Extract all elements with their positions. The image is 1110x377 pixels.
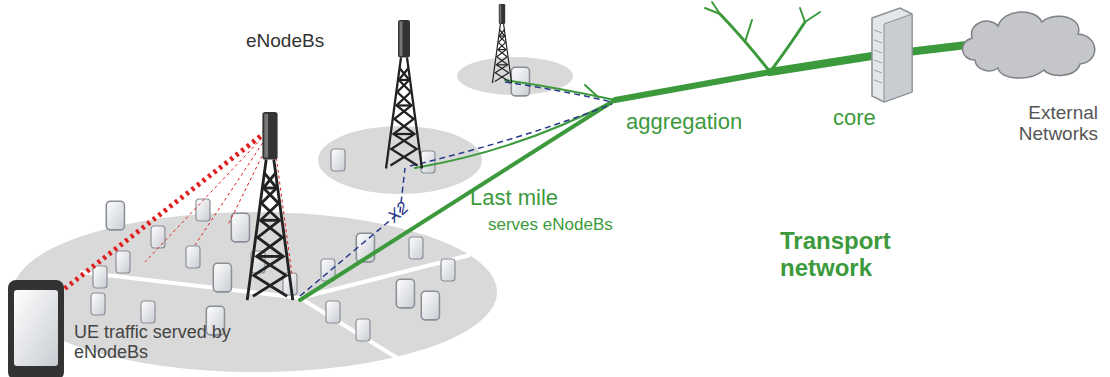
segment-note: serves eNodeBs — [488, 215, 613, 234]
ue-label: UE traffic served by eNodeBs — [74, 322, 244, 362]
segment-label: aggregation — [626, 110, 742, 135]
section-title: Transport network — [780, 228, 920, 282]
segment-label: Last mile — [470, 186, 558, 211]
network-label: External Networks — [982, 102, 1098, 145]
tower-label: eNodeBs — [246, 30, 324, 51]
segment-label: core — [833, 106, 876, 131]
